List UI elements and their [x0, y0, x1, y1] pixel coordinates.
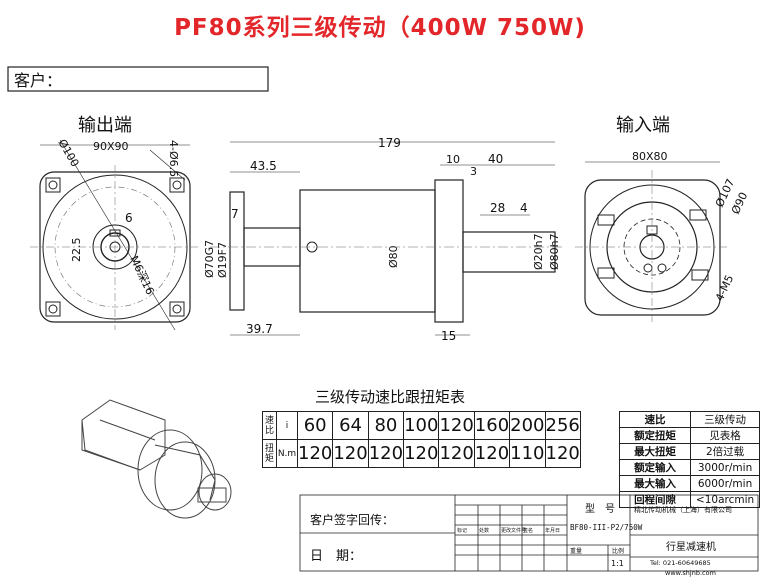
page-title: PF80系列三级传动（400W 750W) — [174, 15, 586, 41]
title-header-2: 更改文件号 — [501, 527, 526, 534]
spec-value: 6000r/min — [690, 475, 760, 492]
torque-cell-3: 120 — [403, 439, 440, 468]
spec-row: 速比 三级传动 — [618, 411, 760, 428]
ratio-cell-5: 160 — [473, 411, 511, 440]
spec-key: 速比 — [618, 411, 692, 428]
side-dim-body: Ø80 — [387, 245, 400, 268]
input-dim-bore: Ø90 — [729, 190, 750, 216]
output-dim-square: 90X90 — [93, 140, 129, 153]
nm-label: N.m — [276, 439, 298, 468]
side-dim-40: 40 — [488, 152, 503, 166]
side-dim-in1: Ø20h7 — [532, 233, 545, 270]
ratio-cell-6: 200 — [509, 411, 546, 440]
output-dim-pcd: Ø100 — [55, 137, 81, 169]
customer-label: 客户： — [14, 71, 62, 90]
ratio-cell-7: 256 — [544, 411, 581, 440]
title-block — [299, 494, 759, 572]
product-name: 行星减速机 — [666, 540, 716, 553]
date-label: 日 期： — [310, 549, 362, 564]
side-dim-3: 3 — [470, 165, 477, 178]
side-dim-10: 10 — [446, 153, 460, 166]
ratio-table-title: 三级传动速比跟扭矩表 — [315, 388, 465, 406]
side-dim-28: 28 — [490, 201, 505, 215]
spec-key: 最大输入 — [618, 475, 692, 492]
title-header-3: 签名 — [523, 527, 533, 534]
spec-key: 额定扭矩 — [618, 427, 692, 444]
ratio-cell-2: 80 — [367, 411, 405, 440]
spec-value: 2倍过载 — [690, 443, 760, 460]
output-dim-holes: 4-Ø6.5 — [167, 140, 180, 177]
torque-cell-0: 120 — [296, 439, 334, 468]
side-dim-39: 39.7 — [246, 322, 273, 336]
title-header-4: 年月日 — [545, 527, 560, 534]
output-dim-thread: M6深16 — [127, 254, 156, 297]
title-header-1: 处数 — [479, 527, 489, 534]
side-dim-43: 43.5 — [250, 159, 277, 173]
spec-row: 额定扭矩 见表格 — [618, 427, 760, 444]
torque-cell-2: 120 — [367, 439, 405, 468]
spec-row: 最大扭矩 2倍过载 — [618, 443, 760, 460]
ratio-row: 速比 i 60 64 80 100 120 160 200 256 — [262, 411, 581, 440]
output-dim-key: 6 — [125, 211, 133, 225]
ratio-cell-4: 120 — [438, 411, 475, 440]
i-label: i — [276, 411, 298, 440]
spec-value: 三级传动 — [690, 411, 760, 428]
side-dim-4: 4 — [520, 201, 528, 215]
customer-box — [7, 66, 269, 92]
scale-label: 比例 — [612, 547, 624, 555]
side-dim-total: 179 — [378, 136, 401, 150]
spec-key: 回程间隙 — [618, 491, 692, 508]
spec-key: 额定输入 — [618, 459, 692, 476]
torque-cell-5: 120 — [473, 439, 511, 468]
ratio-cell-3: 100 — [403, 411, 440, 440]
ratio-label: 速比 — [262, 411, 277, 440]
spec-value: 见表格 — [690, 427, 760, 444]
model-value: BF80-III-P2/750W — [570, 523, 643, 532]
spec-row: 回程间隙 <10arcmin — [618, 491, 760, 508]
side-dim-7: 7 — [231, 207, 239, 221]
gearbox-3d-illustration — [81, 399, 232, 519]
side-view: 179 43.5 10 40 3 7 Ø70G7 Ø19F7 Ø80 28 4 … — [203, 136, 565, 343]
spec-table: 速比 三级传动 额定扭矩 见表格 最大扭矩 2倍过载 额定输入 3000r/mi… — [618, 411, 760, 508]
company-name: 精北传动机械（上海）有限公司 — [634, 505, 732, 514]
spec-value: <10arcmin — [690, 491, 760, 508]
side-dim-in2: Ø80h7 — [548, 233, 561, 270]
torque-cell-6: 110 — [509, 439, 546, 468]
output-dim-center: 22.5 — [70, 238, 83, 263]
torque-cell-4: 120 — [438, 439, 475, 468]
ratio-cell-0: 60 — [296, 411, 334, 440]
ratio-torque-table: 速比 i 60 64 80 100 120 160 200 256 扭矩 N.m… — [262, 411, 581, 468]
torque-cell-7: 120 — [544, 439, 581, 468]
spec-row: 最大输入 6000r/min — [618, 475, 760, 492]
output-end-label: 输出端 — [78, 115, 132, 136]
company-website: www.shjnb.com — [665, 569, 716, 577]
input-dim-thread: 4-M5 — [713, 273, 736, 303]
scale-value: 1:1 — [611, 559, 624, 568]
torque-label: 扭矩 — [262, 439, 277, 468]
input-dim-square: 80X80 — [632, 150, 668, 163]
title-header-0: 标记 — [457, 527, 467, 534]
output-end-view: 输出端 90X90 Ø100 4-Ø6.5 6 22.5 M6深16 — [30, 115, 200, 331]
side-dim-shaft1: Ø70G7 — [203, 240, 216, 278]
weight-label: 重量 — [570, 547, 582, 555]
side-dim-15: 15 — [441, 329, 456, 343]
input-end-view: 输入端 80X80 Ø107 Ø90 4-M5 — [575, 115, 750, 325]
sign-label: 客户签字回传： — [310, 512, 394, 527]
spec-value: 3000r/min — [690, 459, 760, 476]
company-phone: Tel: 021-60649685 — [649, 559, 711, 567]
spec-row: 额定输入 3000r/min — [618, 459, 760, 476]
torque-row: 扭矩 N.m 120 120 120 120 120 120 110 120 — [262, 439, 581, 468]
model-label: 型 号 — [585, 502, 615, 515]
torque-cell-1: 120 — [332, 439, 369, 468]
input-end-label: 输入端 — [616, 115, 670, 136]
ratio-cell-1: 64 — [332, 411, 369, 440]
side-dim-shaft2: Ø19F7 — [216, 242, 229, 278]
spec-key: 最大扭矩 — [618, 443, 692, 460]
